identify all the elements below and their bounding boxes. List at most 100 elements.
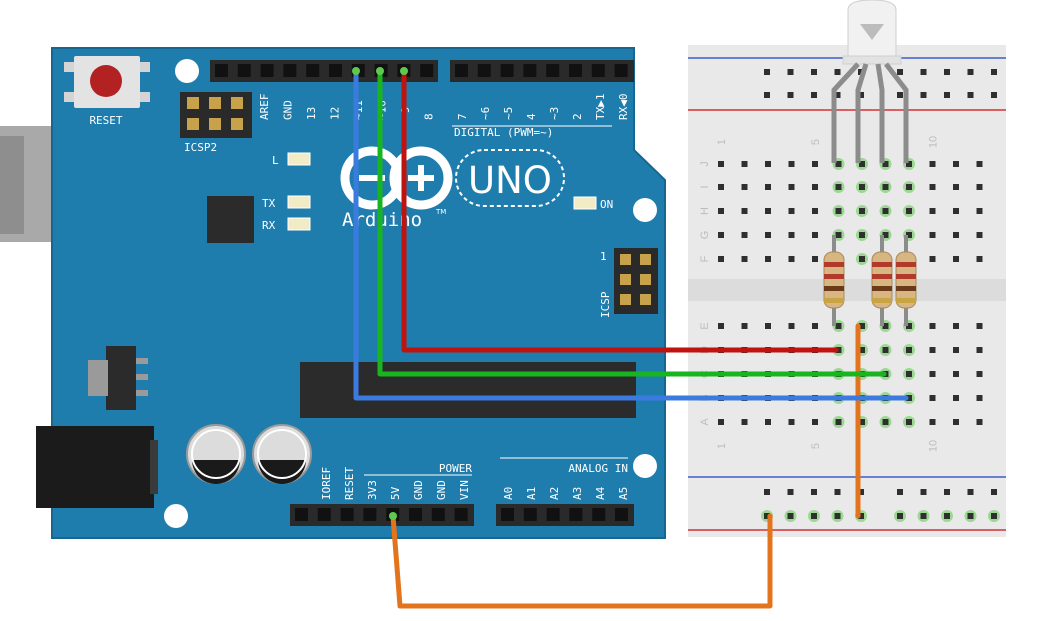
breadboard-hole <box>953 184 959 190</box>
mounting-hole-1 <box>175 59 199 83</box>
top-pin-label: 8 <box>423 113 436 120</box>
breadboard-hole <box>882 323 889 329</box>
logo-plus-icon-v <box>418 165 424 191</box>
breadboard-hole <box>859 208 865 214</box>
breadboard-hole <box>929 232 936 238</box>
breadboard-hole <box>834 69 841 75</box>
led-rim <box>842 55 902 65</box>
rgb-led <box>831 0 909 163</box>
breadboard-hole <box>929 395 936 401</box>
resistor <box>823 235 845 326</box>
power-pin-label: IOREF <box>320 467 333 500</box>
wires <box>353 68 909 609</box>
breadboard-hole <box>764 92 770 98</box>
icsp2-pin <box>231 97 243 109</box>
header-socket <box>283 64 297 77</box>
breadboard-hole <box>741 208 748 214</box>
header-socket <box>409 508 422 521</box>
breadboard-hole <box>953 232 959 238</box>
icsp-pin <box>620 254 631 265</box>
breadboard-hole <box>976 256 983 262</box>
breadboard-hole <box>718 161 724 167</box>
row-letter: E <box>699 322 711 329</box>
breadboard-hole <box>858 92 864 98</box>
header-socket <box>363 508 377 521</box>
breadboard-hole <box>859 161 865 167</box>
breadboard-hole <box>953 256 959 262</box>
breadboard-hole <box>812 161 818 167</box>
led-die <box>860 24 884 40</box>
breadboard-hole <box>976 323 983 329</box>
led-rx <box>287 217 311 231</box>
green-wire <box>377 68 887 377</box>
top-pin-label: GND <box>282 100 295 120</box>
regulator-leg <box>136 374 148 380</box>
header-socket <box>237 64 251 77</box>
breadboard-hole <box>787 92 794 98</box>
blue-wire <box>353 68 909 401</box>
breadboard-hole <box>929 323 936 329</box>
breadboard-hole <box>944 489 950 495</box>
breadboard-hole <box>811 489 817 495</box>
power-pin-label: GND <box>435 480 448 500</box>
power-pin-label: 5V <box>389 486 402 500</box>
breadboard-hole <box>741 184 748 190</box>
led-tx-label: TX <box>262 197 276 210</box>
breadboard-hole <box>976 347 983 353</box>
voltage-regulator <box>106 346 136 410</box>
breadboard-hole <box>906 347 912 353</box>
analog-label: ANALOG IN <box>568 462 628 475</box>
header-socket <box>340 508 354 521</box>
breadboard-hole <box>906 184 912 190</box>
breadboard-hole <box>788 161 795 167</box>
header-socket <box>420 64 434 77</box>
regulator-leg <box>136 358 148 364</box>
analog-pin-label: A1 <box>525 487 538 500</box>
digital-pin-label: 4 <box>525 113 538 120</box>
header-socket <box>477 64 491 77</box>
row-letter: A <box>699 418 711 426</box>
breadboard-hole <box>812 184 818 190</box>
analog-pin-label: A3 <box>571 487 584 500</box>
breadboard-hole <box>944 92 950 98</box>
header-socket <box>500 64 514 77</box>
breadboard-hole <box>991 513 997 519</box>
header-socket <box>329 64 342 77</box>
row-letter: F <box>699 255 711 262</box>
usb-shade <box>0 136 24 234</box>
breadboard-hole <box>812 419 818 425</box>
breadboard-hole <box>882 232 889 238</box>
breadboard-hole <box>788 419 795 425</box>
row-letter: J <box>699 161 711 167</box>
column-number: 5 <box>810 443 822 449</box>
digital-pin-label: 2 <box>571 113 584 120</box>
breadboard-hole <box>882 419 889 425</box>
column-number: 10 <box>928 440 940 452</box>
header-socket <box>569 64 582 77</box>
reset-button[interactable] <box>90 65 122 97</box>
breadboard-hole <box>920 69 927 75</box>
breadboard-hole <box>953 208 959 214</box>
atmega-chip <box>300 362 636 418</box>
logo-right-ring <box>389 146 453 210</box>
breadboard-hole <box>718 256 724 262</box>
red-wire-end <box>400 67 408 75</box>
breadboard-hole <box>906 419 912 425</box>
breadboard-hole <box>718 419 724 425</box>
column-number: 10 <box>928 136 940 148</box>
power-pin-label: GND <box>412 480 425 500</box>
red-wire <box>401 68 839 353</box>
breadboard-hole <box>788 323 795 329</box>
reset-button-leg <box>140 92 150 102</box>
breadboard-hole <box>811 92 817 98</box>
breadboard-hole <box>953 161 959 167</box>
regulator-tab <box>88 360 108 396</box>
breadboard-hole <box>944 69 950 75</box>
column-number: 1 <box>716 139 728 145</box>
header-socket <box>523 508 537 521</box>
header-socket <box>260 64 274 77</box>
breadboard-hole <box>787 489 794 495</box>
analog-pin-label: A2 <box>548 487 561 500</box>
icsp-pin1-label: 1 <box>600 250 607 263</box>
